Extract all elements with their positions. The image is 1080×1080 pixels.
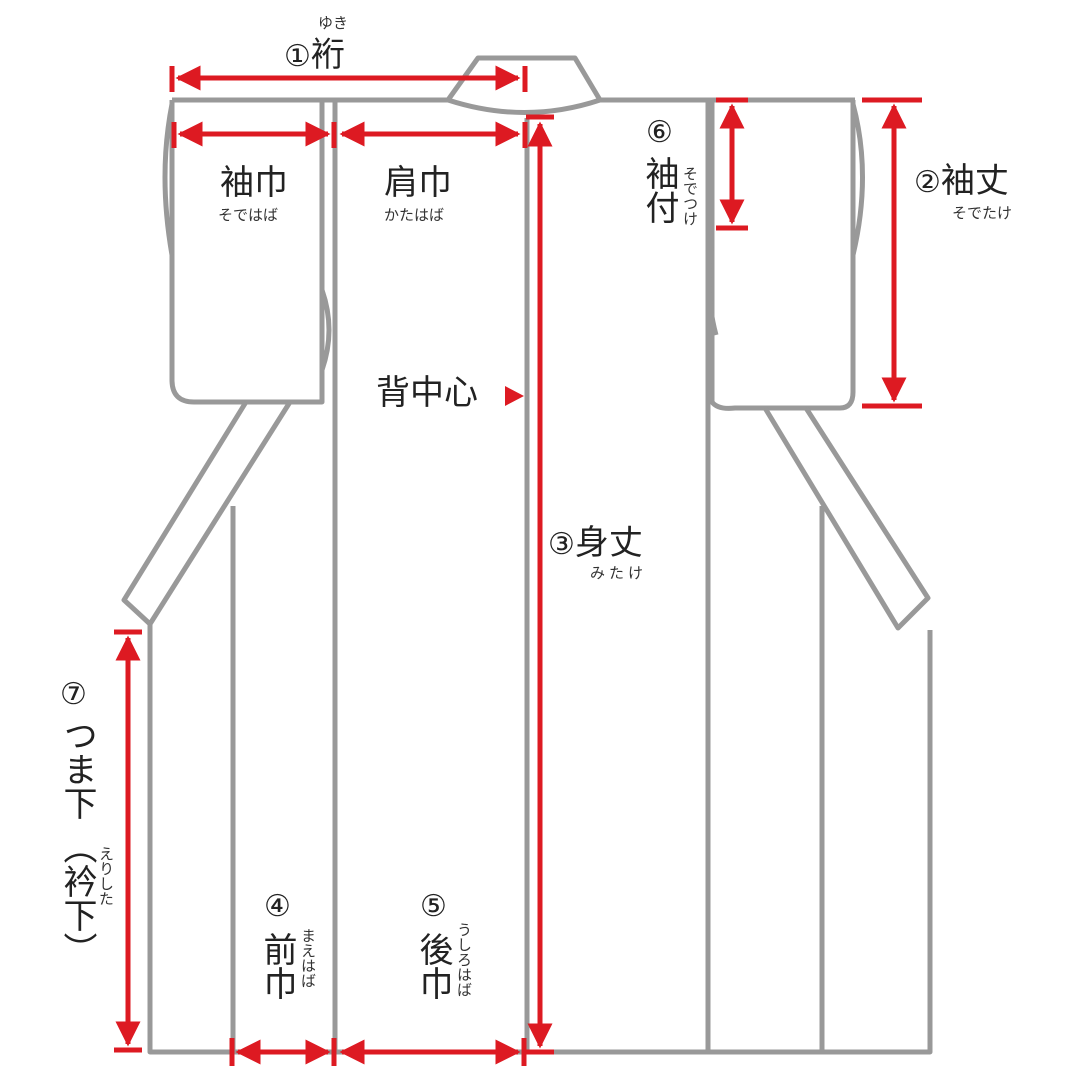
tsumashita-mark: ⑦ xyxy=(60,677,87,712)
ushirohaba-kanji: 後巾 xyxy=(413,932,453,1000)
tsumashita-kanji2: （衿下） xyxy=(57,830,97,966)
sodehaba-kanji: 袖巾 xyxy=(220,163,288,203)
kimono-outline xyxy=(121,55,933,1055)
sodetsuke-mark: ⑥ xyxy=(646,115,673,150)
sodetake-kanji: 袖丈 xyxy=(940,161,1009,201)
sodetake-reading: そでたけ xyxy=(952,204,1013,222)
katahaba-kanji: 肩巾 xyxy=(384,163,452,203)
left-sleeve-outline xyxy=(169,100,325,405)
katahaba-reading: かたはば xyxy=(384,206,445,224)
sodetake-mark: ② xyxy=(914,165,941,200)
sodetsuke-kanji: 袖付 xyxy=(639,156,679,224)
tsumashita-reading: えりした xyxy=(97,846,115,906)
right-okumi-band xyxy=(762,406,931,631)
maehaba-reading: まえはば xyxy=(299,928,317,988)
yuki-kanji: 裄 xyxy=(310,35,345,75)
sodetsuke-reading: そでつけ xyxy=(681,166,699,226)
mitake-label: ③身丈 xyxy=(548,526,643,560)
mitake-kanji: 身丈 xyxy=(574,523,643,563)
back-center-pointer xyxy=(505,386,524,406)
maehaba-mark: ④ xyxy=(264,889,291,924)
senakashin-label: 背中心 xyxy=(376,373,478,413)
measurement-arrows xyxy=(114,65,922,1066)
ushirohaba-mark: ⑤ xyxy=(420,889,447,924)
yuki-label: ①裄 xyxy=(284,38,345,72)
left-okumi-band xyxy=(121,400,293,627)
right-sleeve-outline xyxy=(709,100,856,411)
maehaba-kanji: 前巾 xyxy=(257,932,297,1000)
yuki-reading: ゆき xyxy=(318,14,349,32)
mitake-mark: ③ xyxy=(548,527,575,562)
tsumashita-kanji: つま下 xyxy=(57,718,97,820)
yuki-mark: ① xyxy=(284,39,311,74)
ushirohaba-reading: うしろはば xyxy=(455,922,473,997)
mitake-reading: みたけ xyxy=(590,564,648,582)
sodehaba-reading: そではば xyxy=(218,206,279,224)
sodetake-label: ②袖丈 xyxy=(914,164,1009,198)
